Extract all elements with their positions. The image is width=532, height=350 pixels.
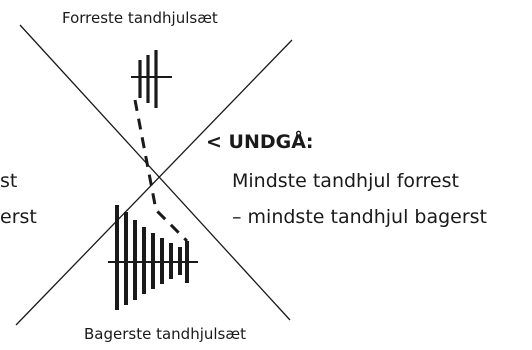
left-cropped-text-1: st [0,170,18,192]
cross-line-1 [19,24,291,321]
left-cropped-text-2: erst [0,206,37,228]
rear-cassette-label: Bagerste tandhjulsæt [84,325,246,343]
chain-path-dashed [133,99,189,243]
front-chainring-label: Forreste tandhjulsæt [62,9,218,27]
cross-line-2 [15,39,293,326]
avoid-heading: < UNDGÅ: [206,131,314,153]
rear-cassette [108,205,198,310]
avoid-line-2: – mindste tandhjul bagerst [232,206,487,228]
front-chainring-set [131,50,172,108]
avoid-line-1: Mindste tandhjul forrest [232,170,459,192]
